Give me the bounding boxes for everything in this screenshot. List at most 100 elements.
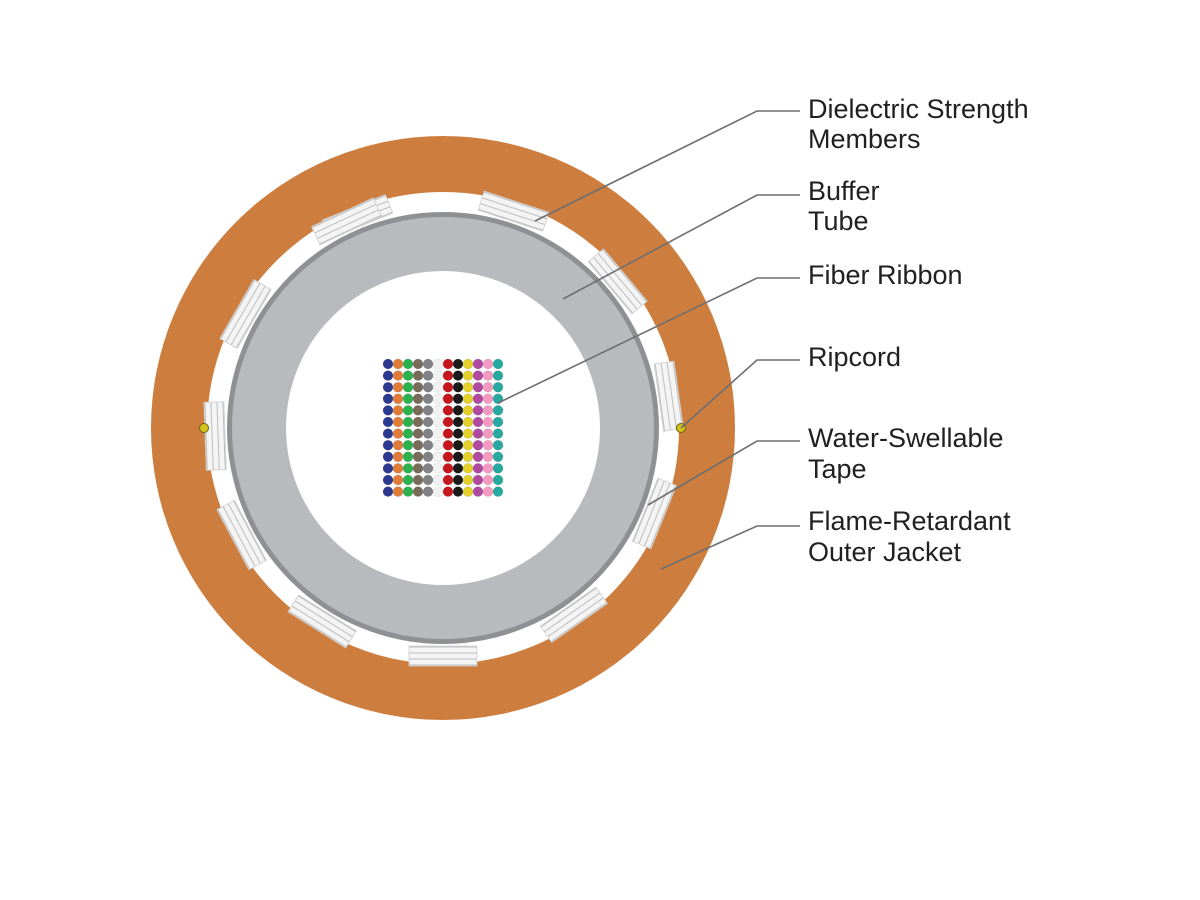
fiber-strand (382, 428, 394, 439)
fiber-strand (452, 370, 464, 381)
fiber-strand (442, 358, 454, 370)
fiber-strand (402, 474, 414, 486)
fiber-strand (382, 416, 394, 428)
fiber-strand (412, 428, 424, 439)
fiber-strand (442, 393, 454, 405)
fiber-strand (462, 486, 474, 497)
ripcord-left-shape (199, 423, 209, 433)
fiber-strand (422, 416, 434, 428)
fiber-strand (482, 463, 494, 474)
fiber-strand (382, 370, 394, 381)
fiber-strand (432, 393, 444, 405)
fiber-strand (412, 474, 424, 486)
fiber-strand (412, 463, 424, 474)
fiber-strand (492, 370, 504, 381)
strength-members-group (203, 190, 684, 667)
fiber-strand (482, 358, 494, 370)
fiber-strand (382, 474, 394, 486)
label-water-swellable-tape: Water-Swellable Tape (808, 423, 1011, 484)
fiber-strand (392, 486, 404, 497)
fiber-strand (442, 428, 454, 439)
fiber-strand (412, 439, 424, 451)
fiber-strand (402, 381, 414, 393)
fiber-strand (462, 393, 474, 405)
fiber-strand (432, 370, 444, 381)
fiber-strand (472, 474, 484, 486)
fiber-strand (422, 358, 434, 370)
fiber-strand (462, 381, 474, 393)
fiber-strand (472, 405, 484, 416)
fiber-strand (382, 486, 394, 497)
strength-member-segment (653, 360, 684, 432)
strength-member-segment (539, 586, 608, 644)
strength-member-segment (311, 197, 383, 246)
fiber-strand (432, 358, 444, 370)
fiber-strand (422, 439, 434, 451)
fiber-strand (472, 486, 484, 497)
fiber-strand (492, 428, 504, 439)
fiber-strand (422, 463, 434, 474)
fiber-strand (492, 405, 504, 416)
fiber-strand (382, 463, 394, 474)
fiber-strand (462, 439, 474, 451)
fiber-strand (482, 405, 494, 416)
fiber-strand (452, 405, 464, 416)
fiber-strand (382, 358, 394, 370)
fiber-strand (392, 451, 404, 463)
fiber-strand (452, 463, 464, 474)
fiber-strand (392, 428, 404, 439)
fiber-strand (492, 358, 504, 370)
label-outer-jacket: Flame-Retardant Outer Jacket (808, 506, 1018, 567)
fiber-strand (482, 439, 494, 451)
fiber-ribbon-stack (382, 358, 504, 497)
label-buffer-tube: Buffer Tube (808, 176, 887, 236)
fiber-strand (432, 416, 444, 428)
leader-line-strength-members (534, 110, 800, 222)
fiber-strand (442, 439, 454, 451)
label-strength-members: Dielectric Strength Members (808, 94, 1036, 154)
fiber-strand (422, 381, 434, 393)
fiber-strand (482, 486, 494, 497)
fiber-strand (402, 463, 414, 474)
label-fiber-ribbon: Fiber Ribbon (808, 260, 963, 290)
fiber-strand (412, 381, 424, 393)
strength-member-segment (587, 248, 648, 315)
buffer-tube-inner-shape (286, 271, 600, 585)
fiber-strand (482, 416, 494, 428)
fiber-strand (462, 474, 474, 486)
fiber-strand (472, 381, 484, 393)
strength-member-segment (408, 645, 478, 667)
fiber-strand (382, 405, 394, 416)
fiber-strand (432, 405, 444, 416)
fiber-strand (422, 405, 434, 416)
fiber-strand (382, 439, 394, 451)
fiber-strand (432, 439, 444, 451)
strength-member-segment (203, 401, 227, 471)
fiber-strand (492, 486, 504, 497)
fiber-strand (392, 474, 404, 486)
fiber-strand (462, 428, 474, 439)
fiber-strand (402, 486, 414, 497)
fiber-strand (392, 463, 404, 474)
fiber-strand (492, 416, 504, 428)
fiber-strand (422, 370, 434, 381)
fiber-strand (402, 428, 414, 439)
fiber-strand (412, 405, 424, 416)
fiber-strand (432, 463, 444, 474)
fiber-strand (472, 428, 484, 439)
fiber-strand (472, 358, 484, 370)
fiber-strand (402, 370, 414, 381)
fiber-strand (422, 393, 434, 405)
fiber-strand (392, 416, 404, 428)
fiber-strand (492, 463, 504, 474)
fiber-strand (382, 393, 394, 405)
strength-member-segment (219, 279, 272, 349)
fiber-strand (392, 439, 404, 451)
fiber-strand (442, 416, 454, 428)
fiber-strand (482, 370, 494, 381)
fiber-strand (452, 393, 464, 405)
fiber-strand (442, 451, 454, 463)
fiber-strand (422, 451, 434, 463)
fiber-strand (452, 428, 464, 439)
